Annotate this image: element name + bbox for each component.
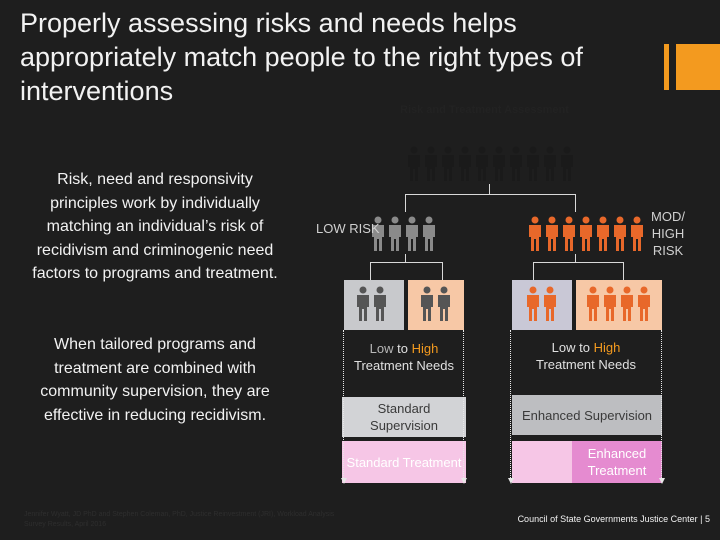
person-icon	[459, 146, 471, 181]
person-icon	[544, 286, 556, 321]
needs-to-text: to	[579, 340, 590, 355]
standard-treatment-box: Standard Treatment	[342, 441, 466, 483]
tree-line-low-left-drop	[370, 262, 371, 280]
person-icon	[604, 286, 616, 321]
person-icon	[510, 146, 522, 181]
low-risk-high-needs-box	[408, 280, 464, 330]
organization-footer: Council of State Governments Justice Cen…	[517, 514, 710, 524]
enhanced-treatment-label: Enhanced Treatment	[587, 446, 647, 478]
person-icon	[546, 216, 558, 251]
person-icon	[580, 216, 592, 251]
needs-low-text: Low	[369, 341, 394, 356]
person-icon	[408, 146, 420, 181]
low-risk-high-needs-group	[419, 286, 452, 322]
person-icon	[561, 146, 573, 181]
needs-to-text: to	[397, 341, 408, 356]
person-icon	[587, 286, 599, 321]
needs-high-text: High	[593, 340, 621, 355]
person-icon	[493, 146, 505, 181]
dotted-arrow-line	[510, 330, 511, 478]
person-icon	[621, 286, 633, 321]
needs-suffix-text: Treatment Needs	[536, 357, 636, 372]
accent-bar-thin	[664, 44, 669, 90]
high-risk-high-needs-box	[576, 280, 662, 330]
enhanced-supervision-label: Enhanced Supervision	[521, 407, 653, 423]
person-icon	[527, 146, 539, 181]
standard-supervision-box: Standard Supervision	[342, 397, 466, 437]
person-icon	[438, 286, 450, 321]
tree-line-low-stem	[405, 254, 406, 262]
high-risk-group	[527, 216, 645, 252]
mod-high-risk-label: MOD/ HIGH RISK	[651, 209, 685, 258]
rnr-principles-text: Risk, need and responsivity principles w…	[32, 171, 278, 282]
slide-title: Properly assessing risks and needs helps…	[20, 8, 583, 106]
diagram-title: Risk and Treatment Assessment	[400, 104, 569, 116]
dotted-arrow-line	[661, 330, 662, 478]
person-icon	[357, 286, 369, 321]
needs-suffix-text: Treatment Needs	[354, 358, 454, 373]
person-icon	[631, 216, 643, 251]
tree-line-high-stem	[575, 254, 576, 262]
low-risk-low-needs-box	[344, 280, 404, 330]
tree-line-low-right-drop	[442, 262, 443, 280]
dotted-arrow-line	[463, 330, 464, 478]
person-icon	[563, 216, 575, 251]
high-risk-low-needs-group	[525, 286, 558, 322]
high-risk-high-needs-group	[585, 286, 652, 322]
person-icon	[476, 146, 488, 181]
arrow-head-icon	[341, 478, 347, 484]
right-treatment-needs-label: Low to High Treatment Needs	[511, 339, 661, 373]
left-treatment-needs-label: Low to High Treatment Needs	[329, 340, 479, 374]
person-icon	[544, 146, 556, 181]
enhanced-treatment-panel	[512, 441, 572, 483]
person-icon	[374, 286, 386, 321]
population-group	[406, 146, 575, 182]
person-icon	[597, 216, 609, 251]
high-risk-low-needs-box	[512, 280, 572, 330]
tree-line-right-drop	[575, 194, 576, 212]
person-icon	[425, 146, 437, 181]
accent-bar-block	[676, 44, 720, 90]
tree-line-low-horizontal	[370, 262, 442, 263]
person-icon	[442, 146, 454, 181]
source-citation: Jennifer Wyatt, JD PhD and Stephen Colem…	[24, 511, 335, 528]
low-risk-group	[370, 216, 437, 252]
tailored-programs-text: When tailored programs and treatment are…	[40, 336, 270, 424]
person-icon	[638, 286, 650, 321]
tree-line-high-left-drop	[533, 262, 534, 280]
standard-treatment-label: Standard Treatment	[346, 454, 462, 470]
enhanced-supervision-box: Enhanced Supervision	[512, 395, 662, 435]
standard-supervision-label: Standard Supervision	[370, 401, 438, 433]
needs-high-text: High	[411, 341, 439, 356]
arrow-head-icon	[461, 478, 467, 484]
tree-line-stem	[489, 184, 490, 194]
needs-low-text: Low	[551, 340, 576, 355]
person-icon	[372, 216, 384, 251]
person-icon	[406, 216, 418, 251]
arrow-head-icon	[659, 478, 665, 484]
person-icon	[421, 286, 433, 321]
person-icon	[423, 216, 435, 251]
person-icon	[529, 216, 541, 251]
person-icon	[614, 216, 626, 251]
low-risk-low-needs-group	[355, 286, 388, 322]
tree-line-top-horizontal	[405, 194, 575, 195]
low-risk-label: LOW RISK	[316, 221, 380, 236]
person-icon	[389, 216, 401, 251]
person-icon	[527, 286, 539, 321]
dotted-arrow-line	[343, 330, 344, 478]
enhanced-treatment-box: Enhanced Treatment	[572, 441, 662, 483]
arrow-head-icon	[508, 478, 514, 484]
tree-line-high-horizontal	[533, 262, 623, 263]
tree-line-high-right-drop	[623, 262, 624, 280]
tree-line-left-drop	[405, 194, 406, 212]
